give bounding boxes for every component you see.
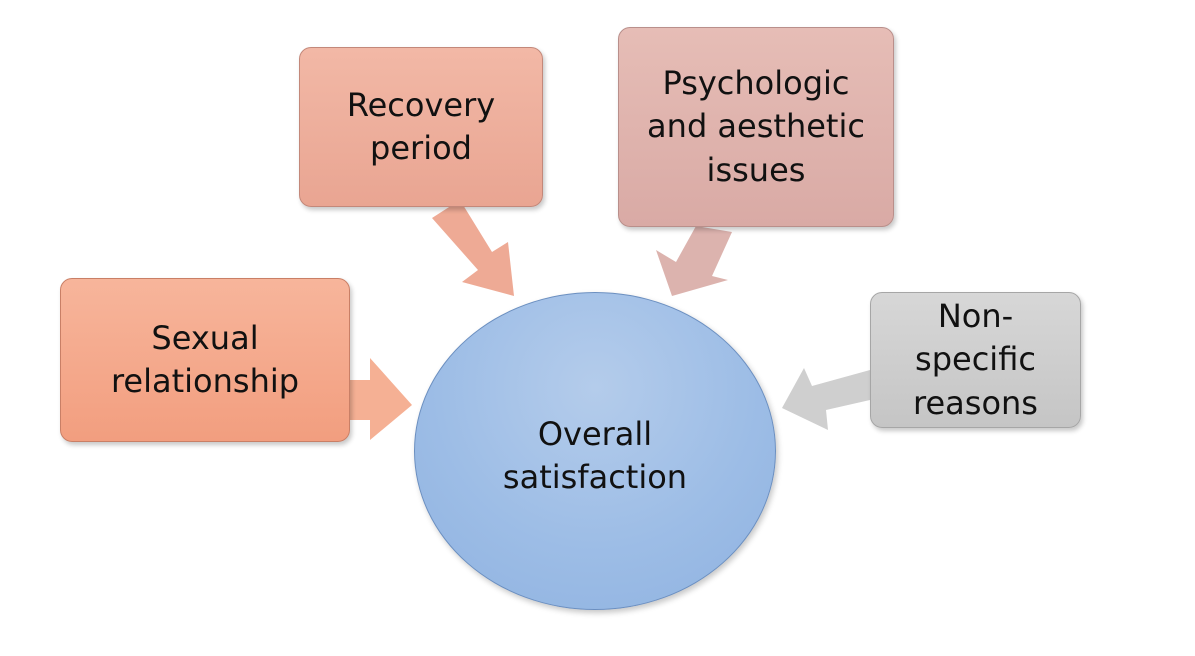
center-label-overall-satisfaction: Overall satisfaction (502, 414, 688, 496)
arrow-sexual-to-center (350, 358, 412, 440)
factor-label-non-specific-reasons: Non- specific reasons (913, 297, 1038, 422)
factor-label-sexual-relationship: Sexual relationship (110, 318, 300, 400)
factor-label-recovery-period: Recovery period (346, 85, 496, 167)
factor-label-psychologic-aesthetic: Psychologic and aesthetic issues (647, 64, 865, 189)
factor-box-non-specific-reasons: Non- specific reasons (870, 292, 1081, 428)
center-circle-overall-satisfaction: Overall satisfaction (414, 292, 776, 610)
factor-box-psychologic-aesthetic: Psychologic and aesthetic issues (618, 27, 894, 227)
factor-box-recovery-period: Recovery period (299, 47, 543, 207)
factor-box-sexual-relationship: Sexual relationship (60, 278, 350, 442)
arrow-psych-to-center (656, 226, 732, 296)
arrow-nonspecific-to-center (782, 368, 870, 430)
arrow-recovery-to-center (432, 200, 514, 296)
